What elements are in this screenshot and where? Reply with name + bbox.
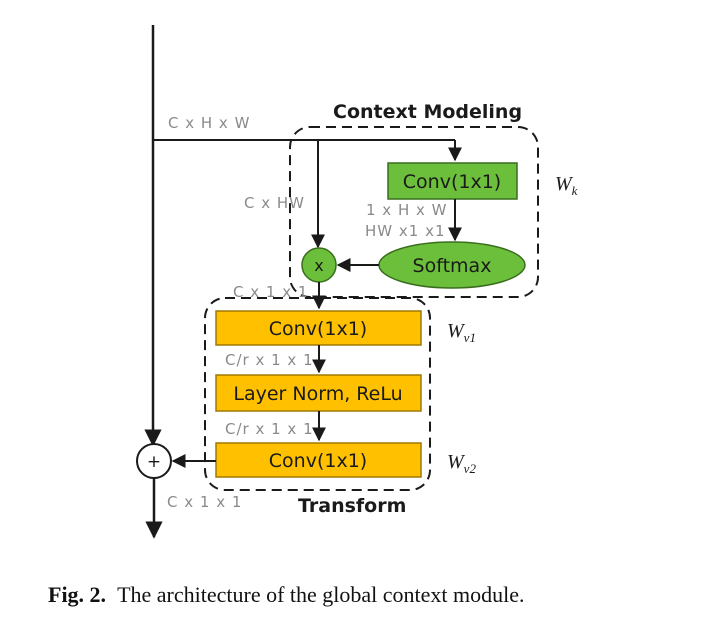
- reduced-dim-2: C/r x 1 x 1: [225, 420, 314, 438]
- output-dim-label: C x 1 x 1: [167, 493, 242, 511]
- softmax-label: Softmax: [413, 255, 492, 277]
- add-symbol: +: [147, 452, 161, 472]
- figure-caption: Fig. 2. The architecture of the global c…: [48, 582, 525, 608]
- wv1-label: Wv1: [447, 320, 476, 345]
- transform-box: [204, 297, 431, 491]
- context-dim-label: C x 1 x 1: [233, 283, 308, 301]
- multiply-symbol: x: [314, 256, 323, 275]
- conv-v2-label: Conv(1x1): [269, 450, 367, 472]
- conv-k-box: [387, 162, 518, 200]
- caption-prefix: Fig. 2.: [48, 582, 107, 607]
- input-dim-label: C x H x W: [168, 114, 250, 132]
- reshape-dim-1: 1 x H x W: [366, 201, 447, 219]
- conv-k-label: Conv(1x1): [403, 171, 501, 193]
- cxhw-dim-label: C x HW: [244, 194, 305, 212]
- reshape-dim-2: HW x1 x1: [365, 222, 446, 240]
- conv-v1-label: Conv(1x1): [269, 318, 367, 340]
- context-modeling-box: [289, 126, 539, 298]
- reduced-dim-1: C/r x 1 x 1: [225, 351, 314, 369]
- caption-text: The architecture of the global context m…: [117, 582, 525, 607]
- transform-title: Transform: [298, 495, 406, 517]
- conv-v1-box: [215, 310, 422, 346]
- layer-norm-label: Layer Norm, ReLu: [233, 383, 402, 405]
- wk-label: Wk: [555, 173, 578, 198]
- context-title-bg: [330, 97, 520, 123]
- transform-title-bg: [290, 492, 416, 522]
- context-modeling-title: Context Modeling: [333, 101, 522, 123]
- wv2-label: Wv2: [447, 451, 476, 476]
